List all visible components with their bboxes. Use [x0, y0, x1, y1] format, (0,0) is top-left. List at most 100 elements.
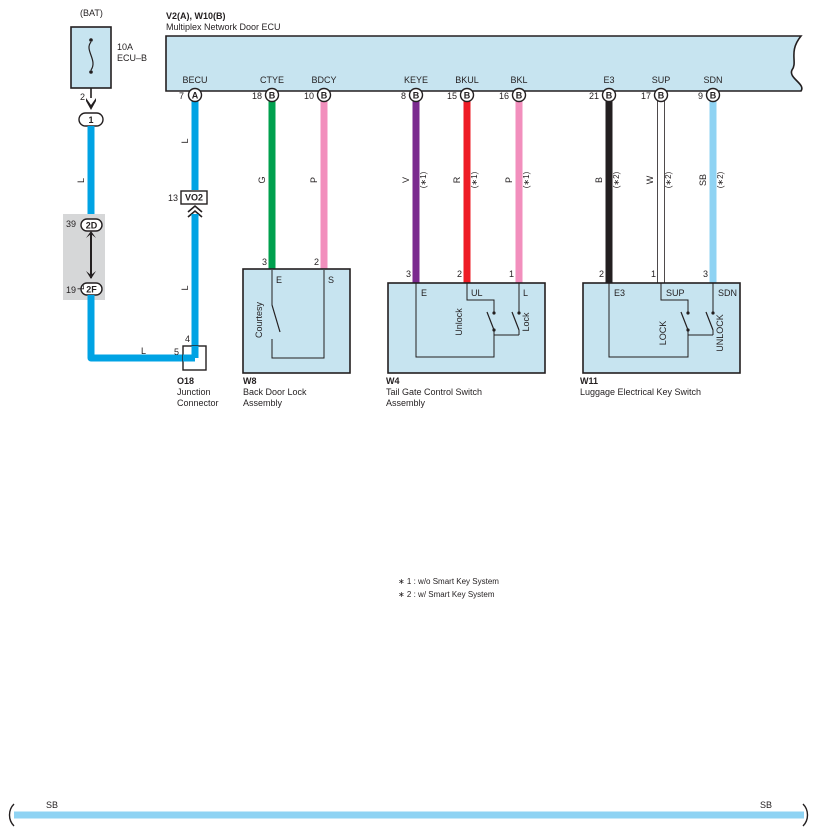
ecu-terminal-bdcy: BDCY 10 B P — [304, 75, 337, 270]
w4-code: W4 — [386, 376, 400, 386]
w4-term-l: L — [523, 288, 528, 298]
wire-color-label: L — [180, 138, 190, 143]
terminal-name: KEYE — [404, 75, 428, 85]
terminal-name: SUP — [652, 75, 671, 85]
w4-pin-e: 3 — [406, 269, 411, 279]
option-note: (∗1) — [419, 171, 428, 188]
wire-sb-label-left: SB — [46, 800, 58, 810]
o18-pin-top: 4 — [185, 334, 190, 344]
terminal-connector-label: B — [269, 91, 276, 101]
connector-arrow-icon — [86, 98, 96, 110]
w11-pin-sdn: 3 — [703, 269, 708, 279]
terminal-pin: 10 — [304, 91, 314, 101]
option-note: (∗1) — [522, 171, 531, 188]
terminal-connector-label: B — [413, 91, 420, 101]
ecu-terminal-sup: SUP 17 B W (∗2) — [641, 75, 673, 284]
terminal-connector — [316, 87, 332, 103]
w11-name: Luggage Electrical Key Switch — [580, 387, 701, 397]
o18-name-2: Connector — [177, 398, 219, 408]
terminal-connector — [187, 87, 203, 103]
fuse-amp: 10A — [117, 42, 133, 52]
w4-term-e: E — [421, 288, 427, 298]
vo2-connector — [180, 190, 208, 205]
wire-color-label: R — [452, 176, 462, 183]
wire-sup — [657, 100, 665, 284]
conn-2d-pin: 39 — [66, 219, 76, 229]
w8-name-1: Back Door Lock — [243, 387, 307, 397]
terminal-name: BDCY — [311, 75, 336, 85]
w11-switches-icon — [608, 283, 715, 358]
conn-2f-pin: 19 — [66, 285, 76, 295]
bat-label: (BAT) — [80, 8, 103, 18]
w4-sw2-label: Lock — [521, 312, 531, 332]
w8-box — [242, 268, 351, 374]
terminal-connector-label: B — [464, 91, 471, 101]
ecu-terminal-bkl: BKL 16 B P (∗1) — [499, 75, 531, 283]
wire-l-bottom-label: L — [76, 285, 86, 290]
w8-pin-e: 3 — [262, 257, 267, 267]
wire-color-label: V — [401, 177, 411, 183]
w8-name-2: Assembly — [243, 398, 283, 408]
connector-2d — [80, 218, 103, 232]
w4-switches-icon — [415, 283, 521, 358]
terminal-connector — [601, 87, 617, 103]
o18-pin-left: 5 — [174, 347, 179, 357]
w11-pin-sup: 1 — [651, 269, 656, 279]
terminal-connector-label: B — [516, 91, 523, 101]
terminal-name: CTYE — [260, 75, 284, 85]
terminal-connector — [705, 87, 721, 103]
w11-term-sdn: SDN — [718, 288, 737, 298]
w8-code: W8 — [243, 376, 257, 386]
bat-connector-label: 1 — [88, 115, 93, 125]
terminal-connector-label: B — [321, 91, 328, 101]
wire-break-right-icon — [802, 803, 809, 827]
terminal-connector — [264, 87, 280, 103]
w4-pin-l: 1 — [509, 269, 514, 279]
w8-switch-icon — [271, 270, 325, 359]
terminal-connector — [408, 87, 424, 103]
ecu-terminal-sdn: SDN 9 B SB (∗2) — [698, 75, 725, 283]
w8-switch-label: Courtesy — [254, 301, 264, 338]
terminal-name: SDN — [703, 75, 722, 85]
w4-term-ul: UL — [471, 288, 483, 298]
fuse-box — [70, 26, 112, 89]
terminal-connector-label: B — [710, 91, 717, 101]
vo2-label: VO2 — [185, 193, 203, 203]
fuse-pin: 2 — [80, 92, 85, 102]
w11-sw1-label: LOCK — [658, 321, 668, 346]
arrow-down-icon — [86, 271, 96, 279]
w11-code: W11 — [580, 376, 598, 386]
ecu-terminal-becu: BECU 7 A L — [179, 75, 208, 190]
fuse-icon — [88, 38, 94, 74]
vo2-pin: 13 — [168, 193, 178, 203]
w4-name-1: Tail Gate Control Switch — [386, 387, 482, 397]
terminal-name: BKL — [510, 75, 527, 85]
wire-l-horizontal-label: L — [141, 346, 146, 356]
wire-sb-label-right: SB — [760, 800, 772, 810]
wire-l-top-label: L — [76, 178, 86, 183]
w11-pin-e3: 2 — [599, 269, 604, 279]
wire-l-bottom — [87, 295, 195, 362]
wire-color-label: P — [309, 177, 319, 183]
wire-color-label: B — [594, 177, 604, 183]
w11-sw2-label: UNLOCK — [715, 314, 725, 352]
option-note: (∗2) — [664, 171, 673, 188]
terminal-connector — [459, 87, 475, 103]
wire-color-label: W — [645, 175, 655, 184]
fuse-name: ECU–B — [117, 53, 147, 63]
wire-color-label: SB — [698, 174, 708, 186]
terminal-name: BECU — [182, 75, 207, 85]
connector-2f-label: 2F — [86, 285, 97, 295]
ecu-terminal-keye: KEYE 8 B V (∗1) — [401, 75, 428, 283]
terminal-connector — [511, 87, 527, 103]
w8-term-s: S — [328, 275, 334, 285]
terminal-pin: 17 — [641, 91, 651, 101]
terminal-pin: 9 — [698, 91, 703, 101]
footnote-2: ∗ 2 : w/ Smart Key System — [398, 590, 495, 599]
terminal-pin: 16 — [499, 91, 509, 101]
terminal-pin: 8 — [401, 91, 406, 101]
arrow-up-icon — [86, 231, 96, 238]
connector-2d-label: 2D — [86, 221, 98, 231]
option-note: (∗2) — [612, 171, 621, 188]
